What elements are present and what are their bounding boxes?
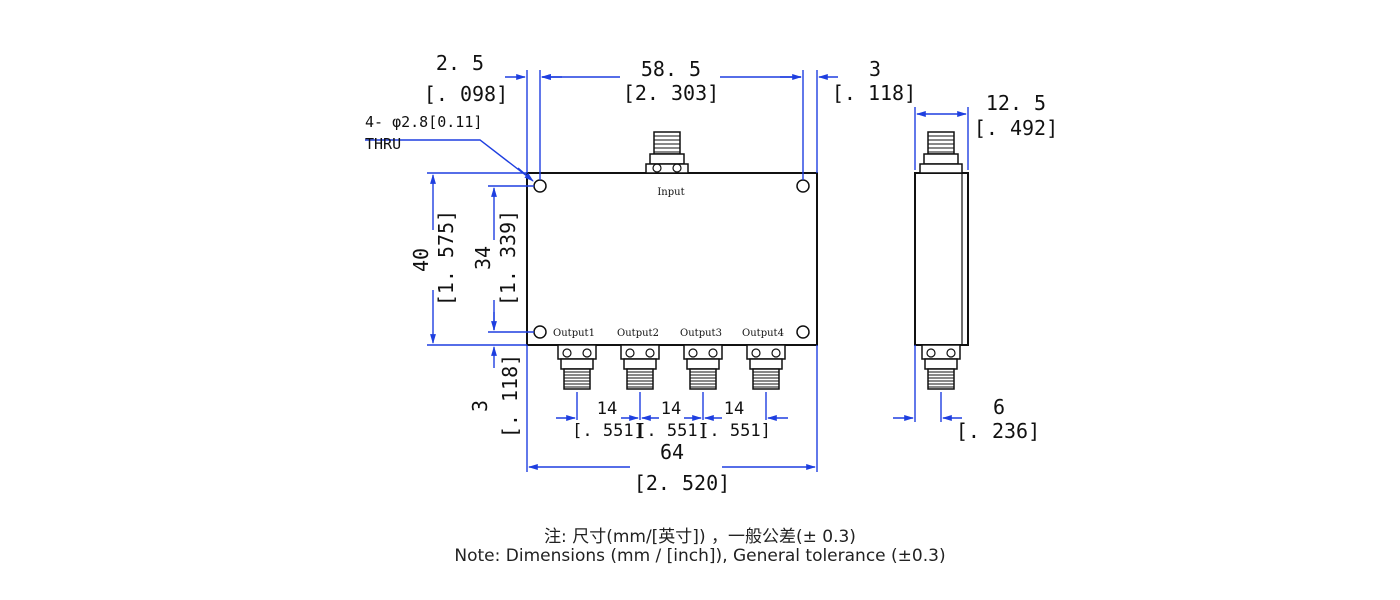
output-label-1: Output1 [553,328,595,339]
output-connector-3 [683,344,723,390]
dim-pitch-1-mm: 14 [597,399,617,419]
dim-pitch-2-mm: 14 [661,399,681,419]
dimension-texts: 2. 5 [. 098] 58. 5 [2. 303] 3 [. 118] 12… [365,51,1058,495]
output-label-2: Output2 [617,328,659,339]
housing-outline [526,172,818,346]
side-top-connector [919,131,963,174]
dim-hole-pitch-v-mm: 34 [471,246,495,270]
dim-hole-span-mm: 58. 5 [641,57,701,81]
note-chinese: 注: 尺寸(mm/[英寸]) ，一般公差(± 0.3) [544,527,856,547]
dim-width-in: [2. 520] [634,471,730,495]
dim-pitch-1-in: [. 551] [572,421,644,441]
note-english: Note: Dimensions (mm / [inch]), General … [454,546,946,566]
side-housing [914,172,969,346]
dim-edge-bottom-in: [. 118] [498,354,522,438]
dim-height-in: [1. 575] [434,210,458,306]
dim-hole-pitch-v-in: [1. 339] [496,210,520,306]
dim-edge-left-in: [. 098] [424,82,508,106]
dim-width-mm: 64 [660,440,684,464]
mounting-hole [796,325,810,339]
dim-height-mm: 40 [409,248,433,272]
dim-connector-offset-mm: 6 [993,395,1005,419]
output-label-4: Output4 [742,328,784,339]
dim-edge-left-mm: 2. 5 [436,51,484,75]
hole-callout-thru: THRU [365,135,401,153]
output-connector-1 [557,344,597,390]
dim-thickness-mm: 12. 5 [986,91,1046,115]
dim-edge-right-in: [. 118] [832,81,916,105]
output-connector-4 [746,344,786,390]
dim-thickness-in: [. 492] [974,116,1058,140]
dim-pitch-3-mm: 14 [724,399,744,419]
side-bottom-connector [921,344,961,390]
output-label-3: Output3 [680,328,722,339]
dim-pitch-2-in: [. 551] [636,421,708,441]
dim-edge-bottom-mm: 3 [468,400,492,412]
dim-pitch-3-in: [. 551] [699,421,771,441]
dim-edge-right-mm: 3 [869,57,881,81]
side-view [914,131,969,390]
hole-callout-size: 4- φ2.8[0.11] [365,113,482,131]
output-connector-2 [620,344,660,390]
input-label: Input [657,187,684,198]
front-view: Input Output1 Output2 Output3 Output4 [526,131,818,390]
dim-connector-offset-in: [. 236] [956,419,1040,443]
dimension-lines [365,70,969,472]
input-connector [645,131,689,174]
dim-hole-span-in: [2. 303] [623,81,719,105]
